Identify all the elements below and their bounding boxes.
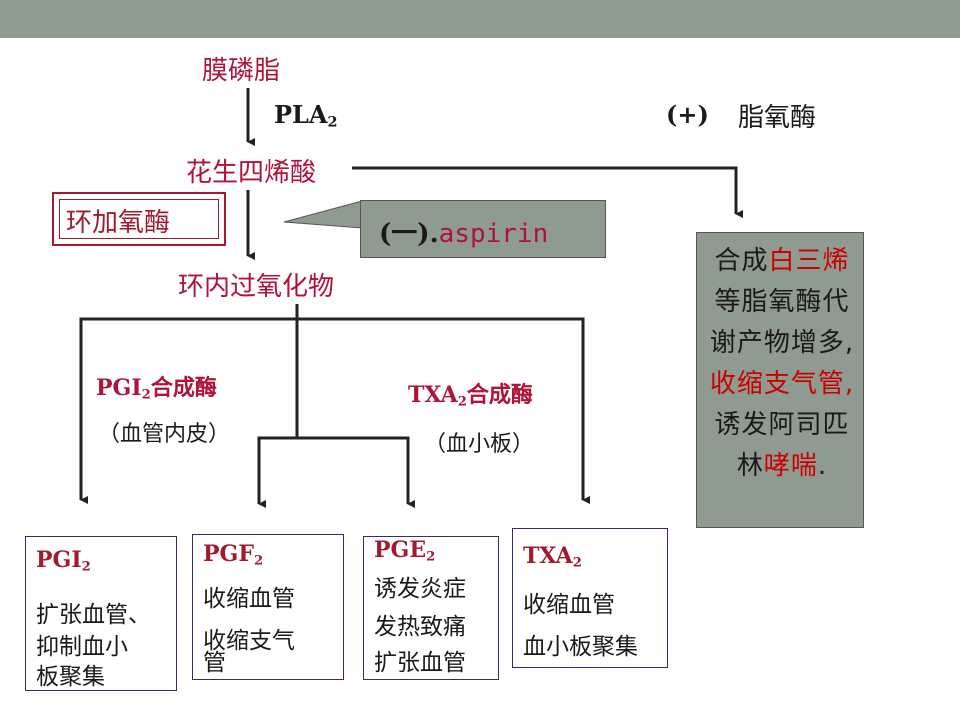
- txa2-synthase-suffix: 合成酶: [466, 382, 533, 408]
- product-subscript: 2: [572, 555, 582, 571]
- membrane-phospholipid-label: 膜磷脂: [202, 56, 281, 86]
- txa2-synthase-sub: 2: [457, 394, 467, 410]
- cyclooxygenase-label: 环加氧酶: [66, 208, 171, 238]
- pla2-label: PLA2: [274, 100, 338, 129]
- product-box-pgf2: PGF2 收缩血管 收缩支气 管: [192, 534, 344, 680]
- txa2-synthase-location: （血小板）: [424, 432, 535, 457]
- product-name: TXA: [523, 543, 573, 569]
- product-subscript: 2: [253, 553, 264, 569]
- note-period: .: [817, 451, 828, 481]
- branch-to-txa2: [297, 317, 590, 504]
- pla-subscript: 2: [327, 113, 338, 131]
- aspirin-word: aspirin: [438, 219, 549, 249]
- product-effect-line: 扩张血管: [374, 650, 466, 676]
- note-part-3: 等脂氧酶代谢产物增多,: [709, 287, 855, 358]
- arachidonic-acid-label: 花生四烯酸: [186, 158, 317, 188]
- product-subscript: 2: [81, 559, 91, 575]
- branch-to-pgf2: [257, 436, 297, 508]
- aspirin-label: (一).aspirin: [379, 213, 548, 250]
- note-leukotriene: 白三烯: [768, 246, 850, 276]
- lipoxygenase-label: 脂氧酶: [738, 103, 817, 133]
- product-name: PGE: [374, 537, 427, 563]
- product-effect-line: 收缩支气: [203, 628, 295, 654]
- product-title: TXA2: [523, 543, 582, 569]
- product-title: PGI2: [36, 547, 91, 573]
- lipoxygenase-plus: (+): [666, 100, 709, 129]
- note-bronchoconstriction: 收缩支气管,: [709, 369, 855, 399]
- pgi2-synthase-suffix: 合成酶: [150, 375, 217, 401]
- product-box-txa2: TXA2 收缩血管 血小板聚集: [512, 528, 668, 668]
- product-effect-line: 板聚集: [36, 664, 105, 690]
- product-subscript: 2: [426, 549, 436, 565]
- slide-header-bar: [0, 0, 960, 38]
- product-effect-line: 管: [203, 650, 226, 676]
- aspirin-callout-pointer: [283, 200, 363, 229]
- product-effect-line: 收缩血管: [203, 586, 295, 612]
- lipoxygenase-sign: (+): [666, 100, 709, 129]
- txa2-synthase-name: TXA: [408, 382, 458, 408]
- pla-text: PLA: [274, 100, 328, 129]
- product-effect-line: 收缩血管: [523, 592, 615, 618]
- product-box-pge2: PGE2 诱发炎症 发热致痛 扩张血管: [363, 536, 499, 680]
- endoperoxide-label: 环内过氧化物: [178, 272, 335, 302]
- product-name: PGF: [203, 541, 254, 567]
- cyclooxygenase-inner-border: [59, 199, 219, 239]
- product-title: PGE2: [374, 537, 435, 563]
- cyclooxygenase-box: 环加氧酶: [52, 192, 226, 246]
- pgi2-synthase-label: PGI2合成酶: [96, 370, 217, 402]
- product-box-pgi2: PGI2 扩张血管、 抑制血小 板聚集: [25, 536, 177, 691]
- note-asthma: 哮喘: [763, 451, 818, 481]
- lipoxygenase-note-box: 合成白三烯等脂氧酶代谢产物增多, 收缩支气管, 诱发阿司匹林哮喘.: [696, 232, 864, 528]
- note-part-5: 诱发阿司匹林: [714, 410, 850, 481]
- lipoxygenase-note-text: 合成白三烯等脂氧酶代谢产物增多, 收缩支气管, 诱发阿司匹林哮喘.: [707, 241, 857, 487]
- product-effect-line: 诱发炎症: [374, 576, 466, 602]
- branch-to-pge2: [297, 436, 415, 508]
- pgi2-synthase-location: （血管内皮）: [98, 422, 231, 447]
- txa2-synthase-label: TXA2合成酶: [408, 377, 533, 409]
- pgi2-synthase-sub: 2: [141, 387, 151, 403]
- aspirin-prefix: (一).: [379, 219, 439, 249]
- pgi2-synthase-name: PGI: [96, 375, 142, 401]
- product-effect-line: 血小板聚集: [523, 634, 638, 660]
- note-part-1: 合成: [714, 246, 769, 276]
- product-effect-line: 发热致痛: [374, 614, 466, 640]
- product-title: PGF2: [203, 541, 263, 567]
- arrow-aa-to-lipoxygenase: [352, 166, 743, 218]
- product-effect-line: 抑制血小: [36, 634, 128, 660]
- aspirin-callout: (一).aspirin: [360, 200, 606, 258]
- product-effect-line: 扩张血管、: [36, 602, 151, 628]
- branch-to-pgi2: [79, 317, 297, 504]
- product-name: PGI: [36, 547, 82, 573]
